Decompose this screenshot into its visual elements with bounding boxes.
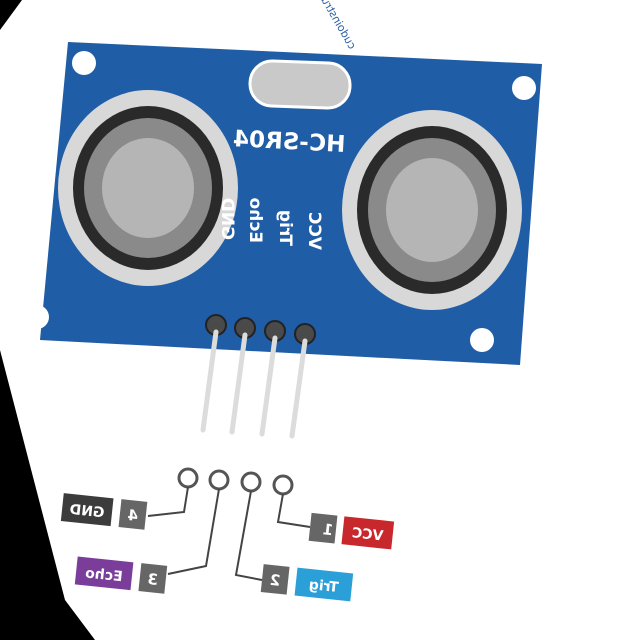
- connector-points: [177, 467, 294, 496]
- pin-tag-echo-label: Echo: [84, 565, 123, 585]
- connector-echo: [208, 469, 230, 491]
- pin-label-trig: Trig: [275, 210, 295, 246]
- callout-echo: Echo 3: [74, 556, 168, 594]
- connector-gnd: [177, 467, 199, 489]
- pin-label-vcc: VCC: [304, 212, 324, 250]
- pin-label-echo: Echo: [245, 198, 265, 243]
- pin-tag-vcc-label: VCC: [351, 525, 384, 544]
- connector-vcc: [272, 474, 294, 496]
- pin-leg-gnd: [200, 329, 219, 433]
- crystal-oscillator: [248, 59, 352, 110]
- pin-leg-vcc: [289, 338, 308, 439]
- leader-line-echo: [167, 488, 220, 575]
- number-2: 2: [269, 571, 281, 590]
- number-box-3: [138, 563, 168, 594]
- pin-tag-vcc: [341, 516, 395, 550]
- leader-line-vcc: [276, 493, 311, 528]
- model-label: HC-SR04: [232, 126, 346, 158]
- pin-tag-trig-label: Trig: [308, 577, 339, 596]
- left-transducer: [58, 90, 238, 286]
- mounting-hole-bottom-right: [470, 328, 494, 352]
- pin-label-gnd: GND: [217, 198, 237, 240]
- right-transducer: [342, 110, 522, 310]
- callout-trig: 2 Trig: [260, 564, 354, 602]
- number-3: 3: [147, 570, 159, 589]
- callout-vcc: 1 VCC: [308, 512, 395, 550]
- connector-trig: [240, 471, 262, 493]
- pin-tag-trig: [294, 567, 354, 602]
- pin-tag-echo: [74, 556, 134, 591]
- number-box-1: [308, 512, 338, 544]
- leader-line-trig: [234, 490, 263, 581]
- number-box-4: [118, 499, 148, 530]
- mounting-hole-bottom-left: [25, 305, 49, 329]
- leader-line-gnd: [147, 486, 189, 517]
- pin-tag-gnd-label: GND: [69, 502, 105, 522]
- mounting-hole-top-left: [72, 51, 96, 75]
- number-1: 1: [322, 520, 334, 539]
- sensor-board: HC-SR04 cudoinstrumentation.com GND Echo…: [25, 0, 542, 365]
- number-box-2: [260, 564, 290, 595]
- callout-gnd: GND 4: [60, 493, 148, 530]
- number-4: 4: [127, 506, 139, 525]
- pin-tag-gnd: [60, 493, 114, 527]
- leader-lines: [147, 486, 311, 581]
- pin-leg-trig: [259, 335, 278, 437]
- header-pins: [200, 329, 308, 439]
- pin-leg-echo: [229, 332, 248, 435]
- mounting-hole-top-right: [512, 76, 536, 100]
